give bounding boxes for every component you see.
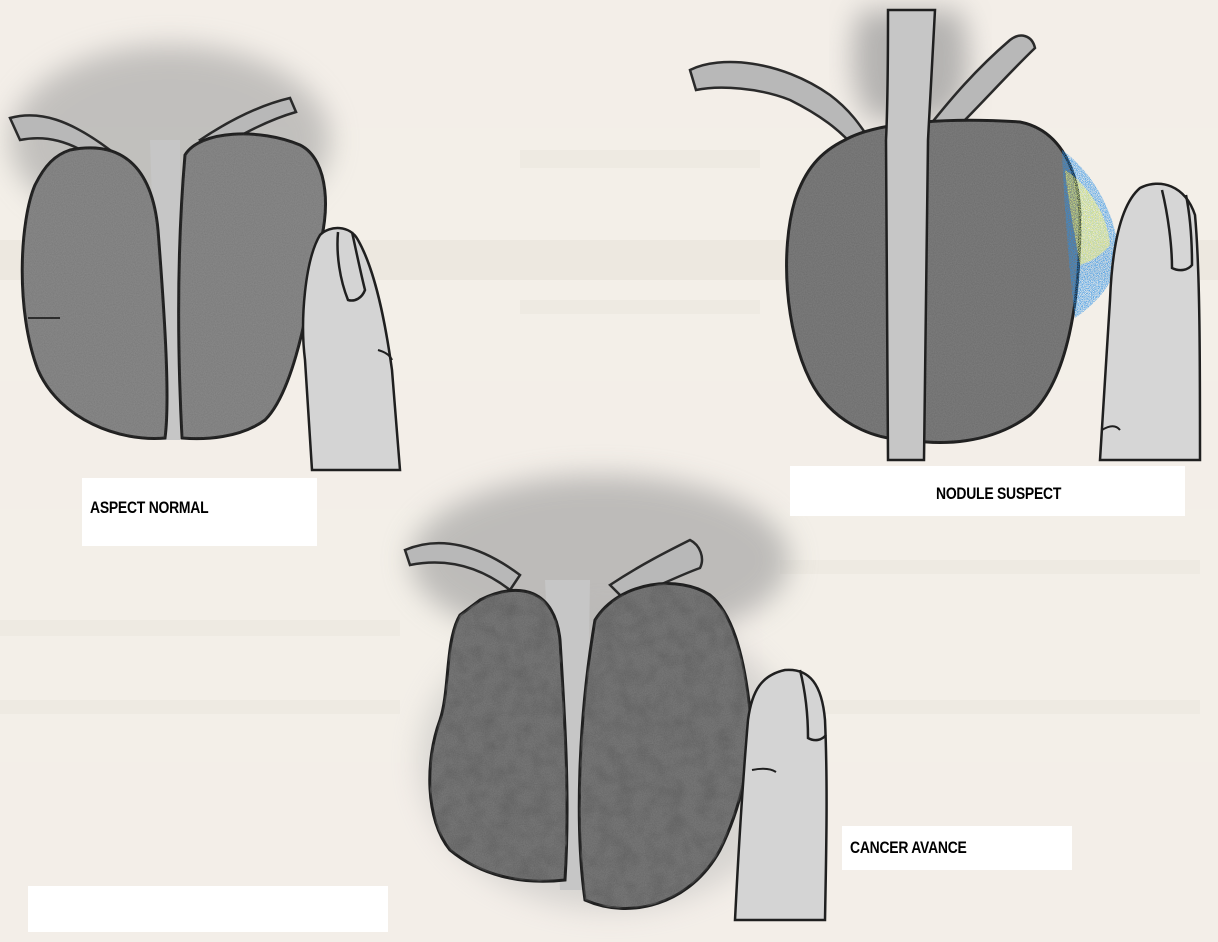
label-cancer-avance: CANCER AVANCE (842, 826, 1072, 870)
blank-label-box (28, 886, 388, 932)
label-aspect-normal: ASPECT NORMAL (82, 478, 317, 546)
label-nodule-suspect-text: NODULE SUSPECT (936, 484, 1061, 504)
panel-cancer (405, 475, 827, 920)
label-nodule-suspect: NODULE SUSPECT (790, 466, 1185, 516)
label-cancer-avance-text: CANCER AVANCE (850, 838, 967, 858)
label-aspect-normal-text: ASPECT NORMAL (90, 498, 208, 518)
